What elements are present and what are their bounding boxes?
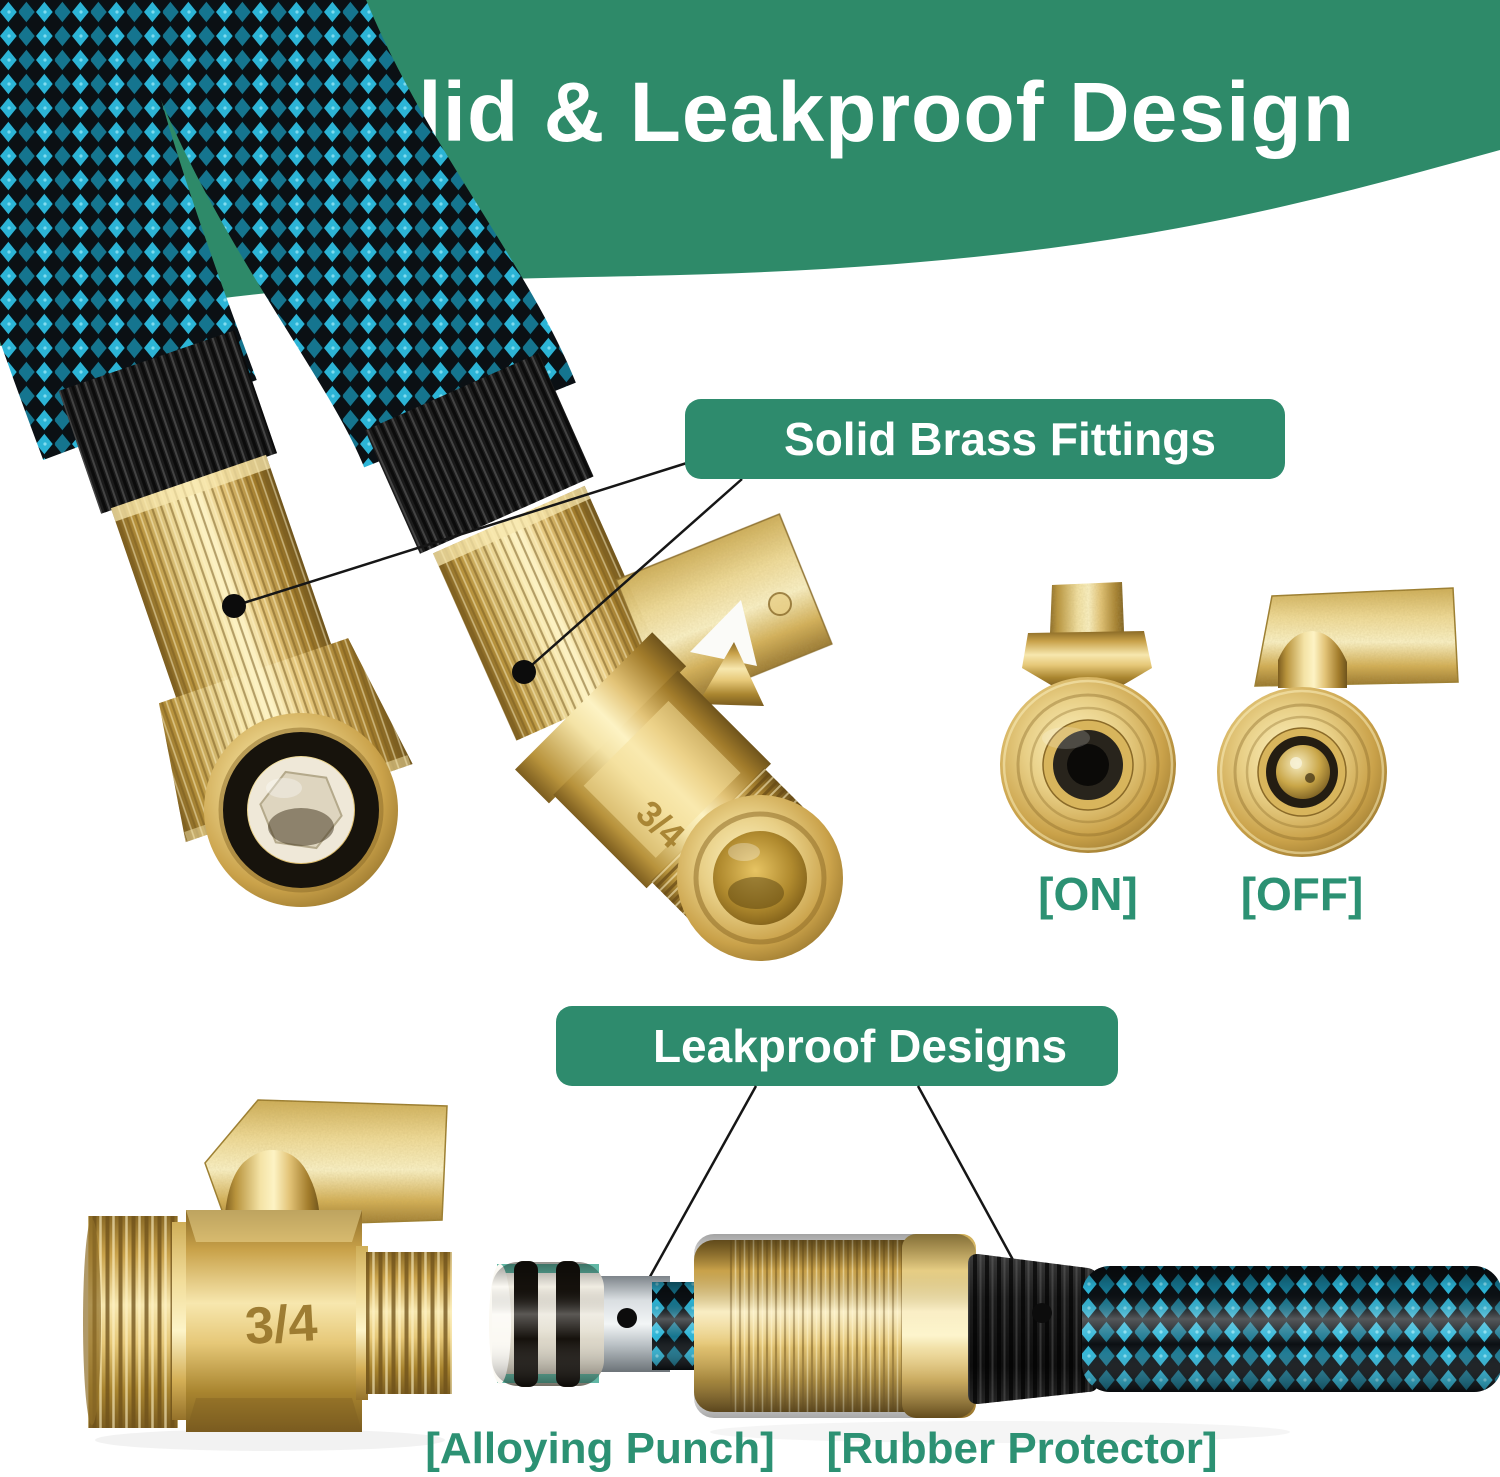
knurl-texture bbox=[110, 454, 333, 703]
alloying-punch-label: [Alloying Punch] bbox=[425, 1424, 775, 1473]
stack-shade bbox=[492, 1262, 604, 1386]
valve-stem-dome bbox=[1278, 631, 1347, 688]
valve-off-photo: [OFF] bbox=[1217, 587, 1459, 920]
valve-collar bbox=[515, 632, 687, 804]
hose-shade bbox=[1082, 1266, 1500, 1392]
male-opening bbox=[677, 795, 843, 961]
sleeve-ribs bbox=[58, 330, 278, 514]
callout-dot bbox=[222, 594, 246, 618]
face-rim-highlight bbox=[1002, 679, 1174, 851]
block-bevel-bottom bbox=[186, 1398, 362, 1432]
ball-glint bbox=[1290, 757, 1302, 769]
collar-ring bbox=[172, 1222, 188, 1420]
braided-hose-left bbox=[0, 0, 257, 461]
rubber-washer bbox=[223, 732, 379, 888]
opening-groove bbox=[693, 811, 827, 945]
callout-line bbox=[233, 460, 691, 608]
callout-box bbox=[556, 1006, 1118, 1086]
page-title: Solid & Leakproof Design bbox=[309, 65, 1355, 159]
opening-shadow bbox=[268, 808, 334, 846]
thread-rings bbox=[366, 1252, 452, 1394]
callout-box-label: Solid Brass Fittings bbox=[784, 413, 1216, 465]
valve-hex-block bbox=[186, 1210, 362, 1432]
face-groove bbox=[1016, 693, 1160, 837]
ball-valve-photo: 3/4 bbox=[83, 1099, 452, 1451]
opening-glint bbox=[266, 778, 302, 798]
valve-stem-cone bbox=[698, 642, 764, 706]
valve-tab-collar bbox=[1022, 631, 1152, 688]
thread-end-cap bbox=[83, 1219, 101, 1425]
braided-hose-right bbox=[124, 0, 576, 470]
valve-facet-panel bbox=[583, 700, 741, 858]
valve-size-engraving: 3/4 bbox=[243, 1294, 318, 1356]
callout-dot bbox=[1032, 1303, 1052, 1323]
protector-ribs bbox=[968, 1254, 1098, 1404]
hose-left bbox=[0, 0, 413, 907]
open-bore bbox=[1067, 744, 1109, 786]
handle-stamp bbox=[768, 592, 792, 616]
rubber-protector-label: [Rubber Protector] bbox=[826, 1424, 1217, 1473]
connector-photo bbox=[489, 1234, 1500, 1443]
ball-speck bbox=[1305, 773, 1315, 783]
callout-dot bbox=[617, 1308, 637, 1328]
block-bevel-top bbox=[186, 1210, 362, 1242]
soft-shadow bbox=[710, 1421, 1290, 1443]
handle-notch bbox=[690, 600, 757, 666]
coupling-opening bbox=[204, 713, 398, 907]
rubber-protector bbox=[968, 1254, 1098, 1404]
face-rim-highlight bbox=[1219, 689, 1385, 855]
face-groove bbox=[1245, 715, 1359, 829]
valve-off-label: [OFF] bbox=[1241, 868, 1364, 920]
callout-box bbox=[685, 399, 1285, 479]
knurl-highlight-band bbox=[110, 454, 271, 522]
hose-bottom bbox=[1082, 1266, 1500, 1392]
o-ring-stack bbox=[489, 1261, 604, 1387]
face-groove bbox=[1029, 706, 1147, 824]
callout-line bbox=[523, 478, 743, 673]
soft-shadow bbox=[95, 1429, 445, 1451]
callout-box-label: Leakproof Designs bbox=[653, 1020, 1067, 1072]
callout-solid-brass: Solid Brass Fittings bbox=[222, 399, 1285, 684]
collar-shade bbox=[694, 1234, 976, 1418]
callout-dot bbox=[512, 660, 536, 684]
opening-glint bbox=[728, 843, 760, 861]
closed-ball bbox=[1276, 745, 1330, 799]
valve-stem-dome bbox=[224, 1150, 320, 1228]
face-glint bbox=[1042, 727, 1090, 749]
face-groove bbox=[1233, 703, 1371, 841]
brass-collar bbox=[694, 1234, 976, 1418]
opening-groove bbox=[218, 727, 384, 893]
step-ring bbox=[356, 1246, 368, 1400]
hose-right: 3/4 bbox=[124, 0, 843, 961]
valve-on-photo: [ON] bbox=[1000, 582, 1176, 920]
valve-on-label: [ON] bbox=[1038, 868, 1138, 920]
thread-rings bbox=[88, 1216, 178, 1428]
sleeve-ribs bbox=[365, 353, 594, 554]
bore-shadow bbox=[728, 877, 784, 909]
